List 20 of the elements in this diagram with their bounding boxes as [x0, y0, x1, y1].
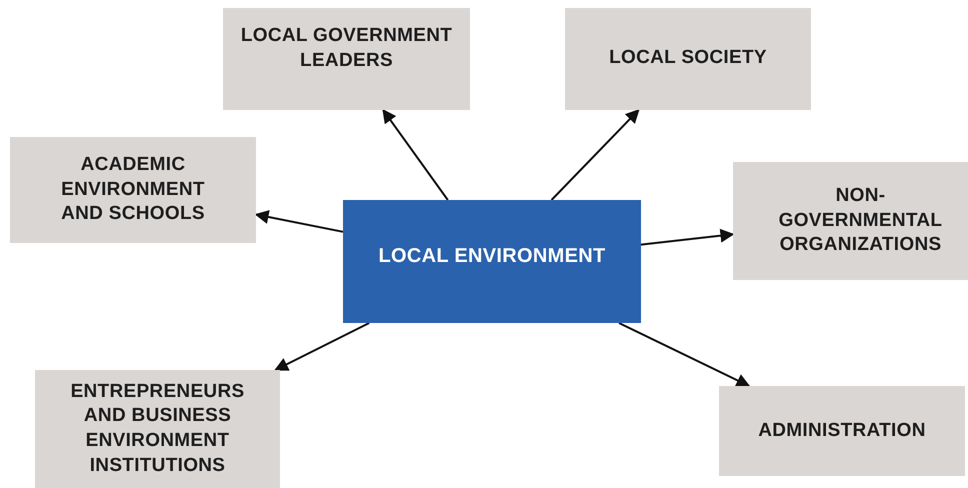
box-label: ENTREPRENEURS AND BUSINESS ENVIRONMENT INSTITUTIONS: [70, 380, 246, 478]
stakeholder-box: [10, 137, 256, 243]
box-label: LOCAL GOVERNMENT LEADERS: [240, 24, 454, 73]
central-box: [343, 200, 641, 323]
arrow: [640, 228, 734, 246]
stakeholder-box: [719, 386, 965, 476]
box-label: NON-GOVERNMENTAL ORGANIZATIONS: [778, 184, 944, 258]
stakeholder-box: [223, 8, 470, 110]
arrow: [550, 109, 640, 201]
box-label: ACADEMIC ENVIRONMENT AND SCHOOLS: [60, 152, 206, 226]
stakeholder-box: [565, 8, 811, 110]
stakeholder-box: [733, 162, 968, 280]
arrow: [618, 322, 750, 387]
arrow: [274, 322, 370, 371]
arrow: [382, 108, 449, 201]
stakeholder-box: [35, 370, 280, 488]
box-label: LOCAL SOCIETY: [609, 46, 767, 70]
box-label: ADMINISTRATION: [758, 418, 926, 443]
arrow: [254, 210, 344, 233]
box-label: LOCAL ENVIRONMENT: [378, 244, 606, 268]
